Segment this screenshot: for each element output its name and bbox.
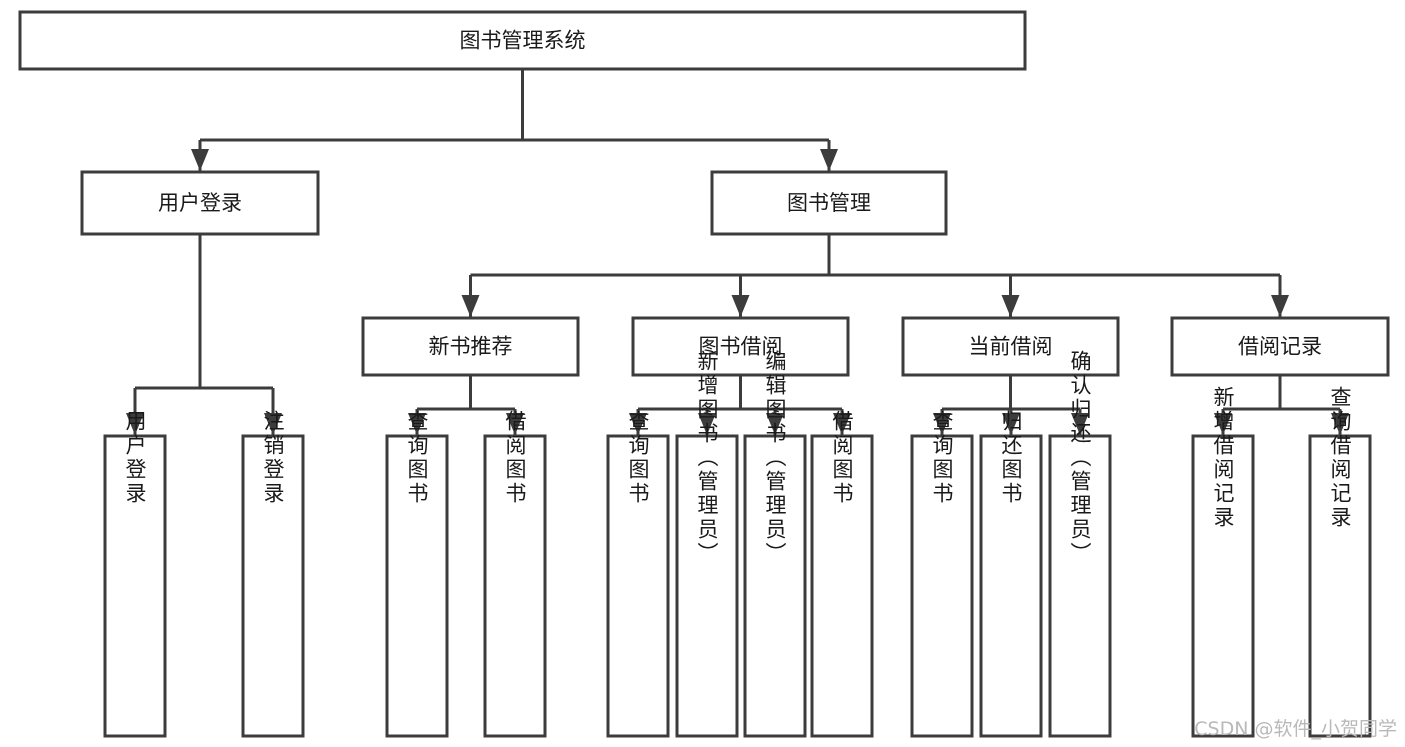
node-label: 新增借阅记录 — [1211, 386, 1235, 530]
node-leaf-return-book[interactable]: 归还图书 — [979, 410, 1043, 738]
arrow-head-icon — [766, 413, 784, 435]
node-label: 借阅记录 — [1238, 335, 1322, 359]
node-leaf-logout[interactable]: 注销登录 — [241, 410, 305, 738]
node-box — [103, 434, 167, 738]
node-box — [1170, 316, 1390, 377]
arrow-head-icon — [1071, 413, 1089, 435]
node-current-borrow[interactable]: 当前借阅 — [901, 316, 1120, 377]
node-label: 借阅图书 — [830, 410, 854, 506]
arrow-head-icon — [629, 413, 647, 435]
node-root[interactable]: 图书管理系统 — [18, 10, 1027, 71]
node-label: 查询图书 — [626, 410, 650, 506]
node-box — [810, 434, 874, 738]
node-label: 图书管理 — [787, 191, 871, 215]
node-label: 新增图书（管理员） — [695, 350, 719, 566]
node-box — [979, 434, 1043, 738]
arrow-head-icon — [731, 295, 750, 317]
edges-layer — [126, 69, 1349, 435]
node-label: 归还图书 — [999, 410, 1023, 506]
nodes-layer: 图书管理系统用户登录图书管理新书推荐图书借阅当前借阅借阅记录用户登录注销登录查询… — [18, 10, 1390, 738]
node-box — [606, 434, 670, 738]
node-label: 新书推荐 — [429, 335, 513, 359]
node-box — [385, 434, 449, 738]
node-leaf-confirm-return[interactable]: 确认归还（管理员） — [1048, 350, 1112, 738]
node-label: 当前借阅 — [969, 335, 1053, 359]
node-box — [901, 316, 1120, 377]
arrow-head-icon — [833, 413, 851, 435]
node-box — [910, 434, 974, 738]
node-leaf-borrow-book-recommend[interactable]: 借阅图书 — [483, 410, 547, 738]
watermark-label: CSDN @软件_小贺同学 — [1194, 718, 1397, 740]
node-leaf-user-login[interactable]: 用户登录 — [103, 410, 167, 738]
node-user-login[interactable]: 用户登录 — [80, 170, 320, 236]
node-box — [743, 434, 807, 738]
arrow-head-icon — [933, 413, 951, 435]
node-box — [1308, 434, 1372, 738]
node-label: 注销登录 — [261, 410, 285, 506]
arrow-head-icon — [191, 149, 209, 171]
node-box — [631, 316, 850, 377]
node-leaf-query-record[interactable]: 查询借阅记录 — [1308, 386, 1372, 738]
node-label: 用户登录 — [123, 410, 147, 506]
arrow-head-icon — [1001, 295, 1020, 317]
node-box — [483, 434, 547, 738]
node-label: 用户登录 — [158, 191, 242, 215]
node-box — [18, 10, 1027, 71]
node-box — [1048, 434, 1112, 738]
node-leaf-edit-book[interactable]: 编辑图书（管理员） — [743, 350, 807, 738]
node-leaf-add-record[interactable]: 新增借阅记录 — [1191, 386, 1255, 738]
node-label: 图书管理系统 — [460, 29, 586, 53]
arrow-head-icon — [506, 413, 524, 435]
arrow-head-icon — [126, 413, 144, 435]
node-box — [710, 170, 948, 236]
arrow-head-icon — [698, 413, 716, 435]
node-leaf-query-book-current[interactable]: 查询图书 — [910, 410, 974, 738]
node-label: 借阅图书 — [503, 410, 527, 506]
node-label: 图书借阅 — [699, 335, 783, 359]
arrow-head-icon — [1331, 413, 1349, 435]
node-new-book-recommend[interactable]: 新书推荐 — [361, 316, 580, 377]
node-label: 查询图书 — [930, 410, 954, 506]
arrow-head-icon — [461, 295, 480, 317]
node-leaf-query-book-borrow[interactable]: 查询图书 — [606, 410, 670, 738]
node-label: 确认归还（管理员） — [1068, 350, 1092, 566]
arrow-head-icon — [408, 413, 426, 435]
arrow-head-icon — [1002, 413, 1020, 435]
node-book-manage[interactable]: 图书管理 — [710, 170, 948, 236]
node-label: 查询借阅记录 — [1328, 386, 1352, 530]
node-box — [80, 170, 320, 236]
node-book-borrow[interactable]: 图书借阅 — [631, 316, 850, 377]
node-box — [241, 434, 305, 738]
arrow-head-icon — [1214, 413, 1232, 435]
node-leaf-add-book[interactable]: 新增图书（管理员） — [675, 350, 739, 738]
node-box — [361, 316, 580, 377]
node-label: 编辑图书（管理员） — [763, 350, 787, 566]
node-leaf-borrow-book[interactable]: 借阅图书 — [810, 410, 874, 738]
node-borrow-record[interactable]: 借阅记录 — [1170, 316, 1390, 377]
arrow-head-icon — [264, 413, 282, 435]
arrow-head-icon — [1271, 295, 1289, 317]
node-label: 查询图书 — [405, 410, 429, 506]
arrow-head-icon — [820, 149, 838, 171]
node-box — [675, 434, 739, 738]
node-leaf-query-book-recommend[interactable]: 查询图书 — [385, 410, 449, 738]
node-box — [1191, 434, 1255, 738]
